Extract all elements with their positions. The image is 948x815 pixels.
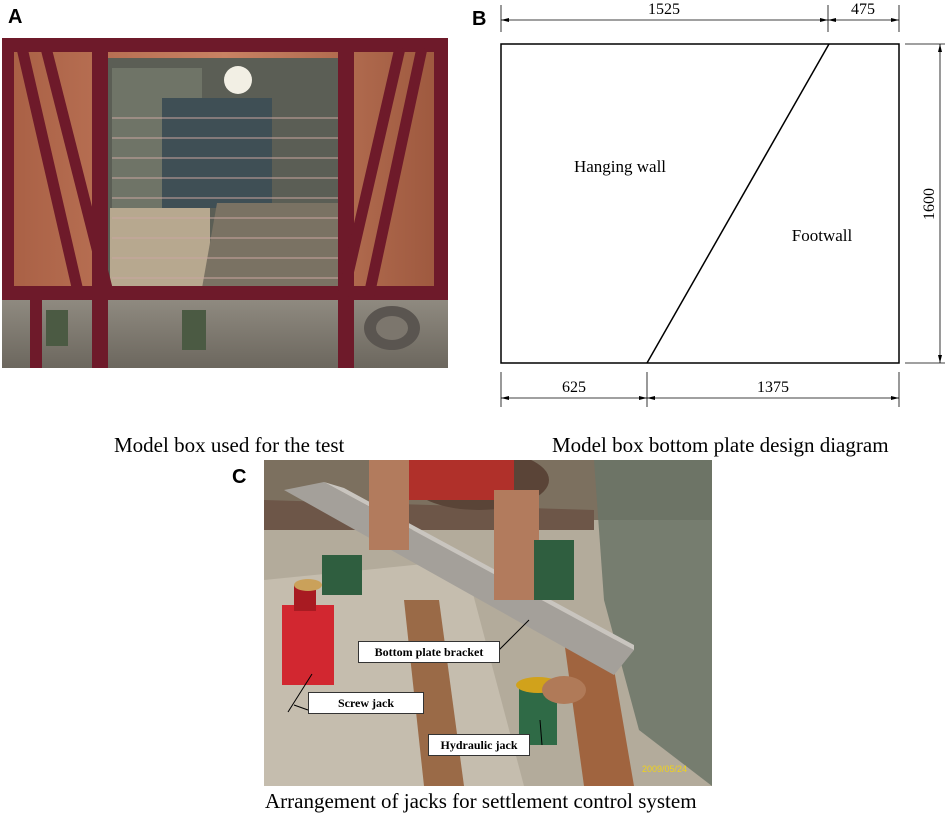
dim-bottom-right: 1375 xyxy=(757,379,789,396)
panel-c-letter: C xyxy=(232,466,247,488)
hanging-wall-label: Hanging wall xyxy=(574,157,666,176)
dim-right: 1600 xyxy=(921,188,938,220)
top-dimension xyxy=(500,5,900,32)
svg-text:2009/05/24: 2009/05/24 xyxy=(642,764,687,774)
bottom-plate-diagram: 1525 475 Hanging wall Footwall 1600 625 … xyxy=(500,1,945,407)
dim-bottom-left: 625 xyxy=(562,379,586,396)
dim-top-left: 1525 xyxy=(648,1,680,18)
right-dimension xyxy=(905,43,945,364)
bottom-plate-bracket-label: Bottom plate bracket xyxy=(358,641,500,663)
panel-a-letter: A xyxy=(8,6,23,28)
model-box-photo xyxy=(2,38,448,368)
hydraulic-jack-label: Hydraulic jack xyxy=(428,734,530,756)
screw-jack-label: Screw jack xyxy=(308,692,424,714)
fault-line xyxy=(646,43,830,364)
panel-a-caption: Model box used for the test xyxy=(114,433,345,457)
panel-b-letter: B xyxy=(472,8,487,30)
panel-c-caption: Arrangement of jacks for settlement cont… xyxy=(265,789,697,813)
dim-top-right: 475 xyxy=(851,1,875,18)
panel-b-caption: Model box bottom plate design diagram xyxy=(552,433,889,457)
bottom-dimension xyxy=(500,372,900,407)
bottom-plate-outline xyxy=(500,43,900,364)
footwall-label: Footwall xyxy=(792,226,853,245)
